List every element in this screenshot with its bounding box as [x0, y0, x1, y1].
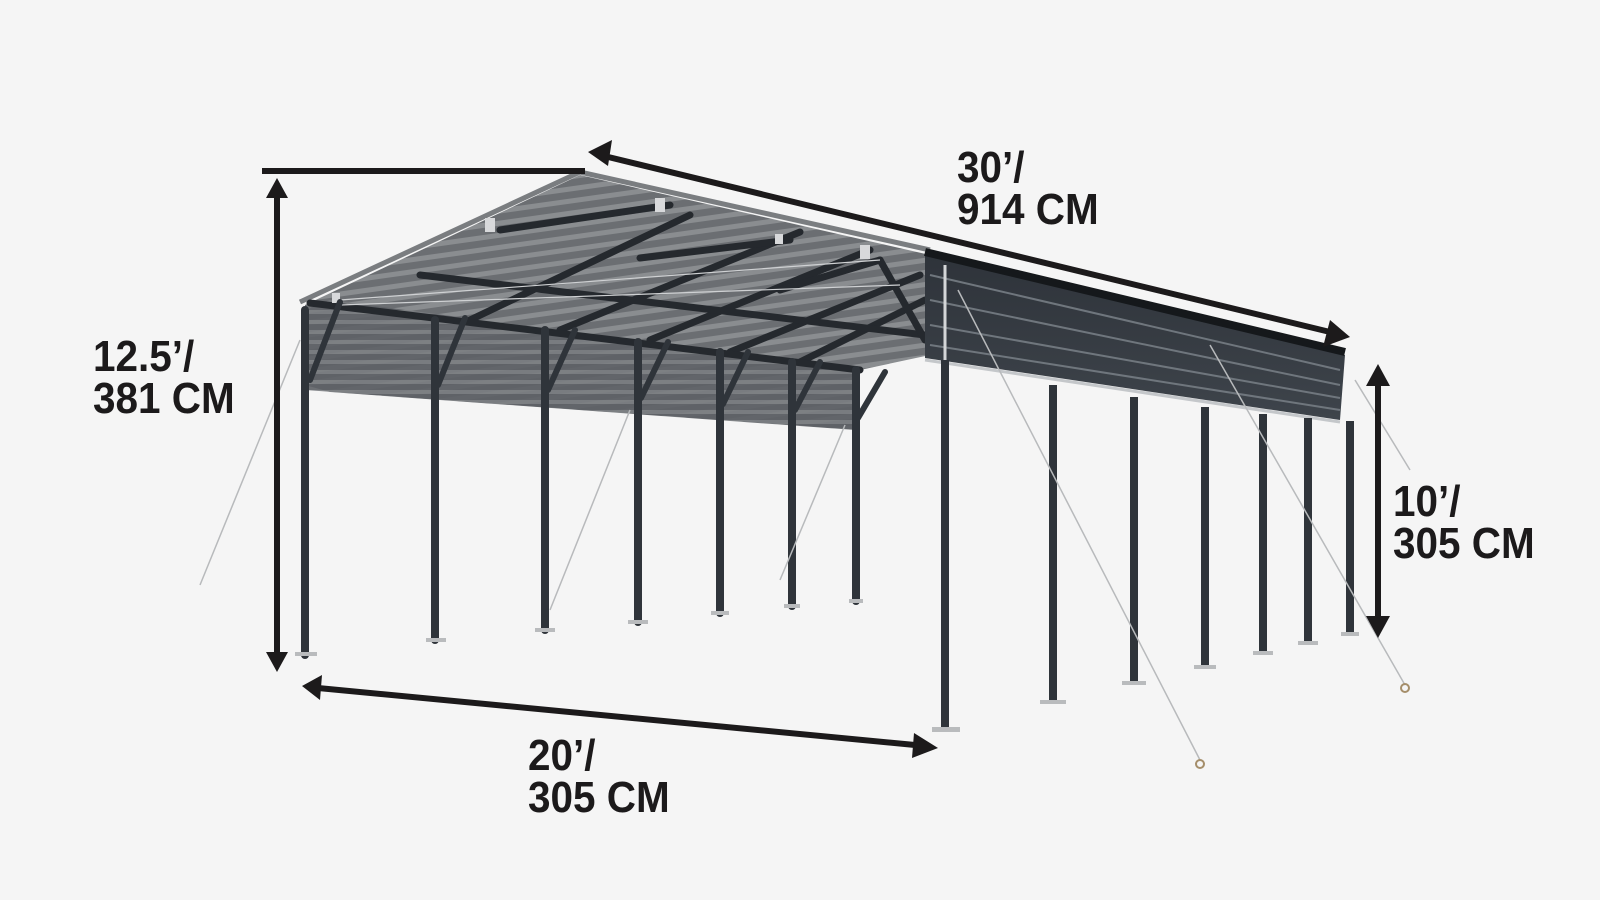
- side-posts: [932, 360, 1359, 732]
- length-dimension-label: 30’/ 914 CM: [957, 143, 1099, 234]
- roof-underside: [298, 169, 931, 430]
- front-posts: [295, 299, 888, 659]
- side-height-dimension-label: 10’/ 305 CM: [1393, 477, 1535, 568]
- width-dimension-label: 20’/ 305 CM: [528, 731, 670, 822]
- width-metric: 305 CM: [528, 773, 670, 822]
- side-height-metric: 305 CM: [1393, 519, 1535, 568]
- overall-height-imperial: 12.5’/: [93, 332, 195, 381]
- side-panel: [924, 248, 1346, 424]
- width-imperial: 20’/: [528, 731, 596, 780]
- length-metric: 914 CM: [957, 185, 1099, 234]
- overall-height-dimension-label: 12.5’/ 381 CM: [93, 332, 235, 423]
- side-height-imperial: 10’/: [1393, 477, 1461, 526]
- overall-height-metric: 381 CM: [93, 374, 235, 423]
- dimension-arrows: [262, 140, 1390, 758]
- guy-cables: [199, 289, 1411, 769]
- length-imperial: 30’/: [957, 143, 1025, 192]
